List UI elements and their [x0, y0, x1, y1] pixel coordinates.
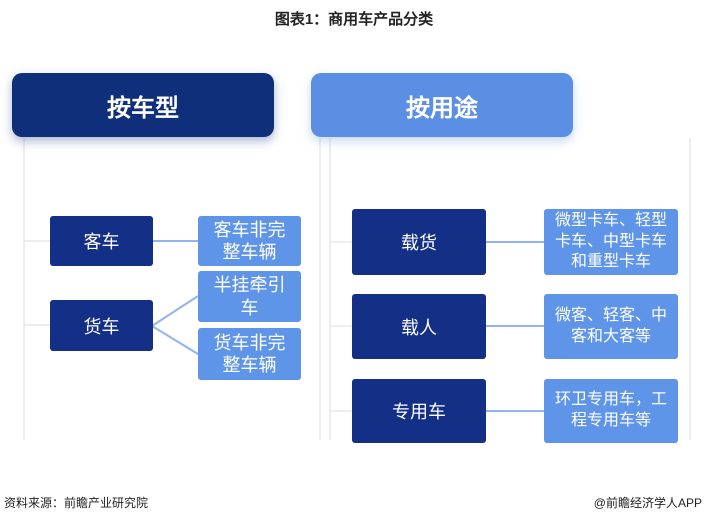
- node-special-vehicles: 环卫专用车，工 程专用车等: [544, 379, 678, 443]
- node-passenger-buses: 微客、轻客、中 客和大客等: [544, 294, 678, 359]
- brand-note: @前瞻经济学人APP: [593, 496, 702, 510]
- node-huoche-incomplete: 货车非完 整车辆: [198, 328, 301, 380]
- node-huoche: 货车: [50, 300, 153, 351]
- node-zhuanyong: 专用车: [352, 379, 486, 443]
- diagram-title: 图表1：商用车产品分类: [274, 11, 434, 28]
- header-by-vehicle-type: 按车型: [12, 73, 274, 137]
- source-note: 资料来源：前瞻产业研究院: [4, 496, 149, 510]
- link-huoche-1: [151, 295, 199, 327]
- node-cargo-trucks: 微型卡车、轻型 卡车、中型卡车 和重型卡车: [544, 209, 678, 275]
- link-huoche-2: [151, 325, 199, 355]
- node-zaihuo: 载货: [352, 209, 486, 275]
- node-keche: 客车: [50, 216, 153, 266]
- node-keche-incomplete: 客车非完 整车辆: [198, 216, 301, 266]
- header-by-usage: 按用途: [311, 73, 573, 137]
- node-zairen: 载人: [352, 294, 486, 359]
- node-semi-trailer-tractor: 半挂牵引 车: [198, 271, 301, 322]
